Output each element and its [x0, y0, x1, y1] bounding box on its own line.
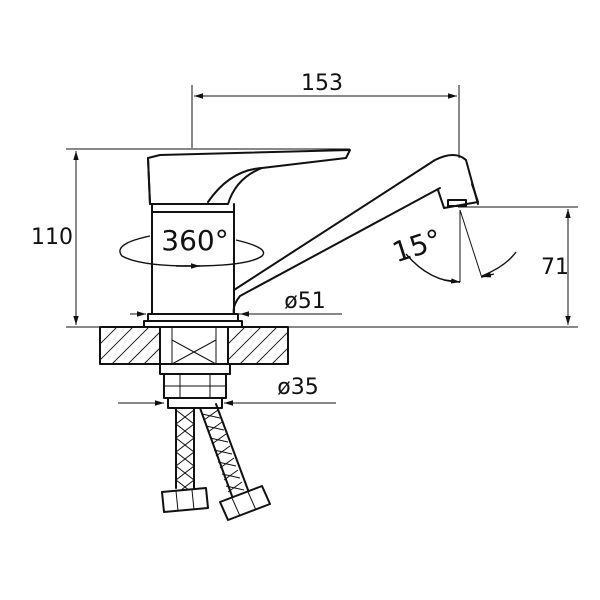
spout-height-label: 71 — [541, 255, 569, 280]
thread-diameter-label: ø35 — [277, 375, 318, 400]
swivel-angle-label: 360° — [161, 224, 228, 257]
reach-dimension: 153 — [191, 71, 460, 158]
supply-hose-left — [161, 407, 209, 513]
reach-label: 153 — [301, 71, 343, 96]
mounting-nut — [159, 363, 231, 409]
tilt-indicator: 15° — [388, 209, 517, 284]
height-dimension: 110 — [31, 148, 350, 328]
tilt-angle-label: 15° — [388, 223, 445, 270]
lever-handle — [147, 149, 351, 205]
supply-hose-right — [199, 403, 271, 521]
base-diameter-label: ø51 — [284, 289, 325, 314]
spout — [232, 154, 479, 315]
thread-diameter-dimension: ø35 — [118, 375, 336, 406]
faucet-body — [143, 203, 243, 328]
mounting-surface — [99, 326, 289, 365]
swivel-indicator: 360° — [119, 224, 265, 269]
height-label: 110 — [31, 225, 73, 250]
base-diameter-dimension: ø51 — [130, 289, 342, 317]
spout-height-dimension: 71 — [288, 206, 578, 328]
